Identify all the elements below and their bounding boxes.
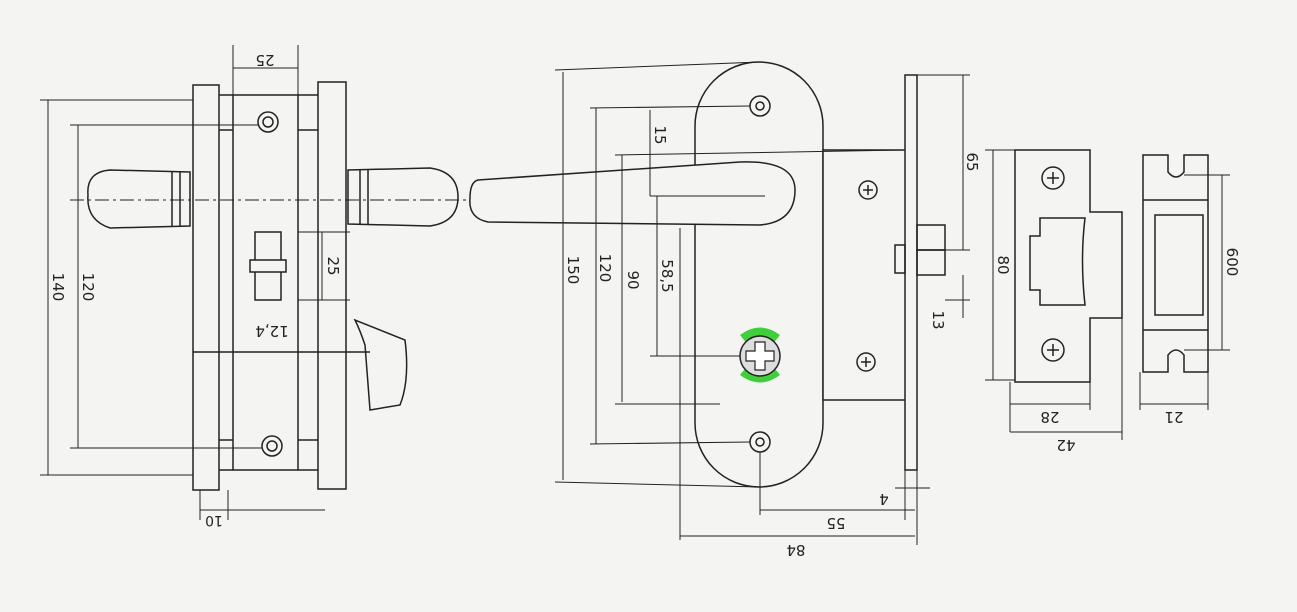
dim-front-84: 84 (786, 541, 805, 559)
strike-screw-top (1041, 166, 1065, 190)
strike-plate (985, 149, 1123, 440)
escutcheon-plate (694, 61, 824, 488)
dim-front-65: 65 (963, 152, 981, 171)
dim-front-4: 4 (879, 490, 889, 508)
lever-handle (469, 161, 796, 226)
dim-front-120: 120 (596, 254, 614, 283)
keeper-inner (1154, 214, 1204, 316)
case-screw-bottom (856, 352, 876, 372)
lock-case (822, 149, 908, 401)
dim-side-12-4: 12,4 (255, 322, 288, 340)
keeper-outline (1142, 154, 1209, 373)
faceplate (904, 74, 918, 471)
dim-keeper-21: 21 (1164, 408, 1183, 426)
dim-front-150: 150 (564, 256, 582, 285)
inner-handle (87, 169, 191, 229)
strike-screw-bottom (1041, 338, 1065, 362)
strike-plate-outline (1014, 149, 1123, 383)
dim-strike-80: 80 (994, 255, 1012, 274)
dim-strike-42: 42 (1056, 436, 1075, 454)
screw-top (257, 111, 279, 133)
front-view (469, 61, 970, 545)
dim-side-120: 120 (79, 273, 97, 302)
dim-front-13: 13 (929, 310, 947, 329)
strike-opening (1029, 217, 1086, 306)
dim-front-55: 55 (826, 514, 845, 532)
thumb-turn (353, 318, 408, 411)
dim-strike-28: 28 (1040, 408, 1059, 426)
dim-front-90: 90 (624, 270, 642, 289)
keeper-box (1139, 154, 1230, 410)
dim-keeper-600: 600 (1223, 248, 1241, 277)
outer-rose-plate (317, 81, 347, 490)
dim-front-58-5: 58,5 (658, 259, 676, 292)
screw-bottom (261, 435, 283, 457)
inner-rose-plate (192, 84, 220, 491)
dim-front-15: 15 (651, 125, 669, 144)
indicator-knob (739, 327, 781, 383)
dim-side-top-width: 25 (255, 51, 274, 69)
dim-side-latch-25: 25 (324, 256, 342, 275)
side-view (40, 45, 470, 520)
latch-bolt (894, 244, 906, 274)
case-screw-top (858, 180, 878, 200)
outer-handle (347, 167, 459, 227)
dim-side-10: 10 (205, 512, 223, 528)
dim-side-140: 140 (49, 273, 67, 302)
